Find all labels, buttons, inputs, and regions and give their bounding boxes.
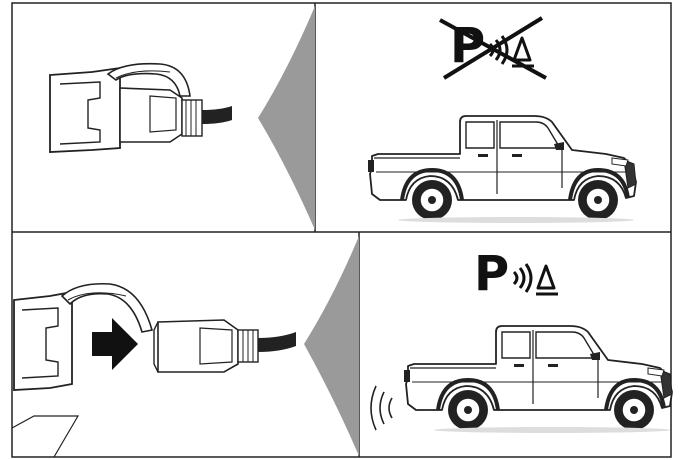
ground-outline [12,416,78,457]
top-callout-wedge [258,6,315,230]
top-pickup-truck [368,116,636,223]
insert-arrow [92,318,138,370]
bottom-callout-wedge [304,236,359,456]
bottom-socket [14,284,152,390]
pdc-symbol-disabled [440,18,546,78]
bottom-detached-plug [154,320,296,372]
top-connected-plug [50,64,232,152]
bottom-pickup-truck [404,326,672,433]
pdc-symbol-active [474,246,558,302]
rear-sensor-waves [371,386,392,430]
